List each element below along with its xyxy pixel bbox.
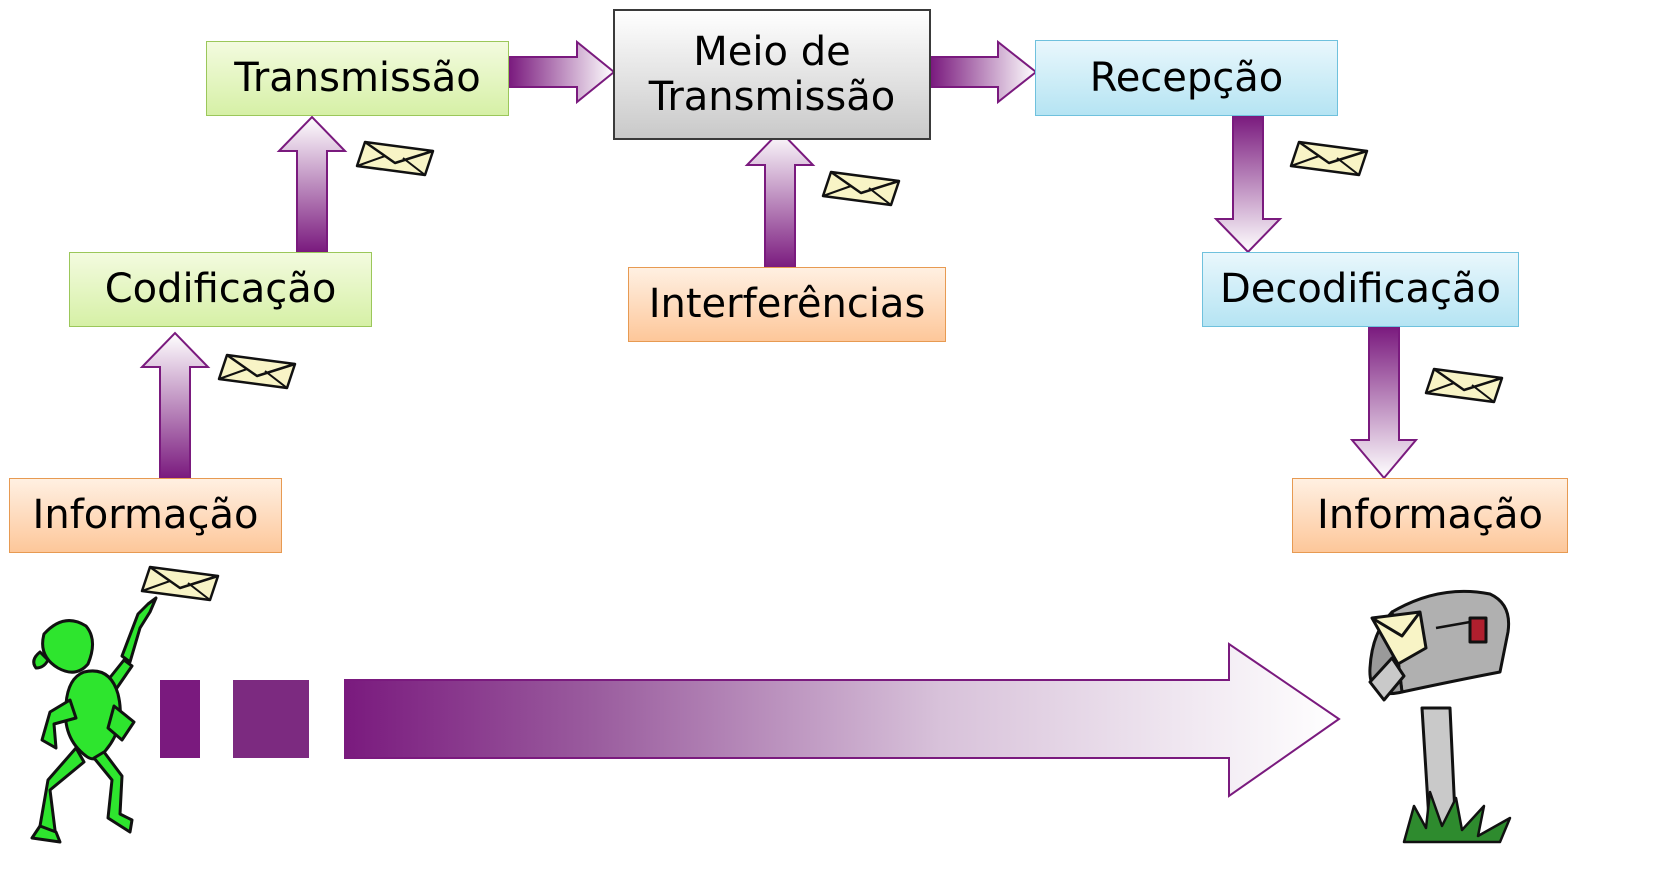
dash-block-2 [233,680,309,758]
transmissao-node: Transmissão [206,41,509,116]
arrow-interferencias-to-meio [744,129,816,269]
envelope-icon [1289,140,1369,177]
transmissao-label: Transmissão [234,55,481,102]
recepcao-label: Recepção [1089,54,1284,101]
person-sender-icon [30,596,158,844]
arrow-decodificacao-to-informacao [1349,326,1419,480]
informacao-source-node: Informação [9,478,282,553]
arrow-meio-to-recepcao [930,39,1038,105]
interferencias-node: Interferências [628,267,946,342]
arrow-info-to-codificacao [139,331,211,479]
envelope-icon [217,353,297,390]
informacao-dest-node: Informação [1292,478,1568,553]
recepcao-node: Recepção [1035,40,1338,116]
envelope-icon [1424,367,1504,404]
arrow-codificacao-to-transmissao [276,115,348,253]
interferencias-label: Interferências [648,281,926,328]
informacao-source-label: Informação [32,492,259,539]
meio-de-transmissao-node: Meio de Transmissão [613,9,931,140]
decodificacao-label: Decodificação [1219,266,1502,313]
mailbox-icon [1368,589,1512,844]
informacao-dest-label: Informação [1317,492,1543,539]
arrow-recepcao-to-decodificacao [1213,115,1283,254]
meio-label-line1: Meio de [693,28,851,75]
envelope-icon [140,565,220,602]
decodificacao-node: Decodificação [1202,252,1519,327]
envelope-icon [355,140,435,177]
dash-block-1 [160,680,200,758]
big-flow-arrow [344,642,1341,798]
arrow-transmissao-to-meio [508,39,616,105]
codificacao-label: Codificação [104,266,337,313]
codificacao-node: Codificação [69,252,372,327]
envelope-icon [821,170,901,207]
meio-label-line2: Transmissão [648,73,896,120]
